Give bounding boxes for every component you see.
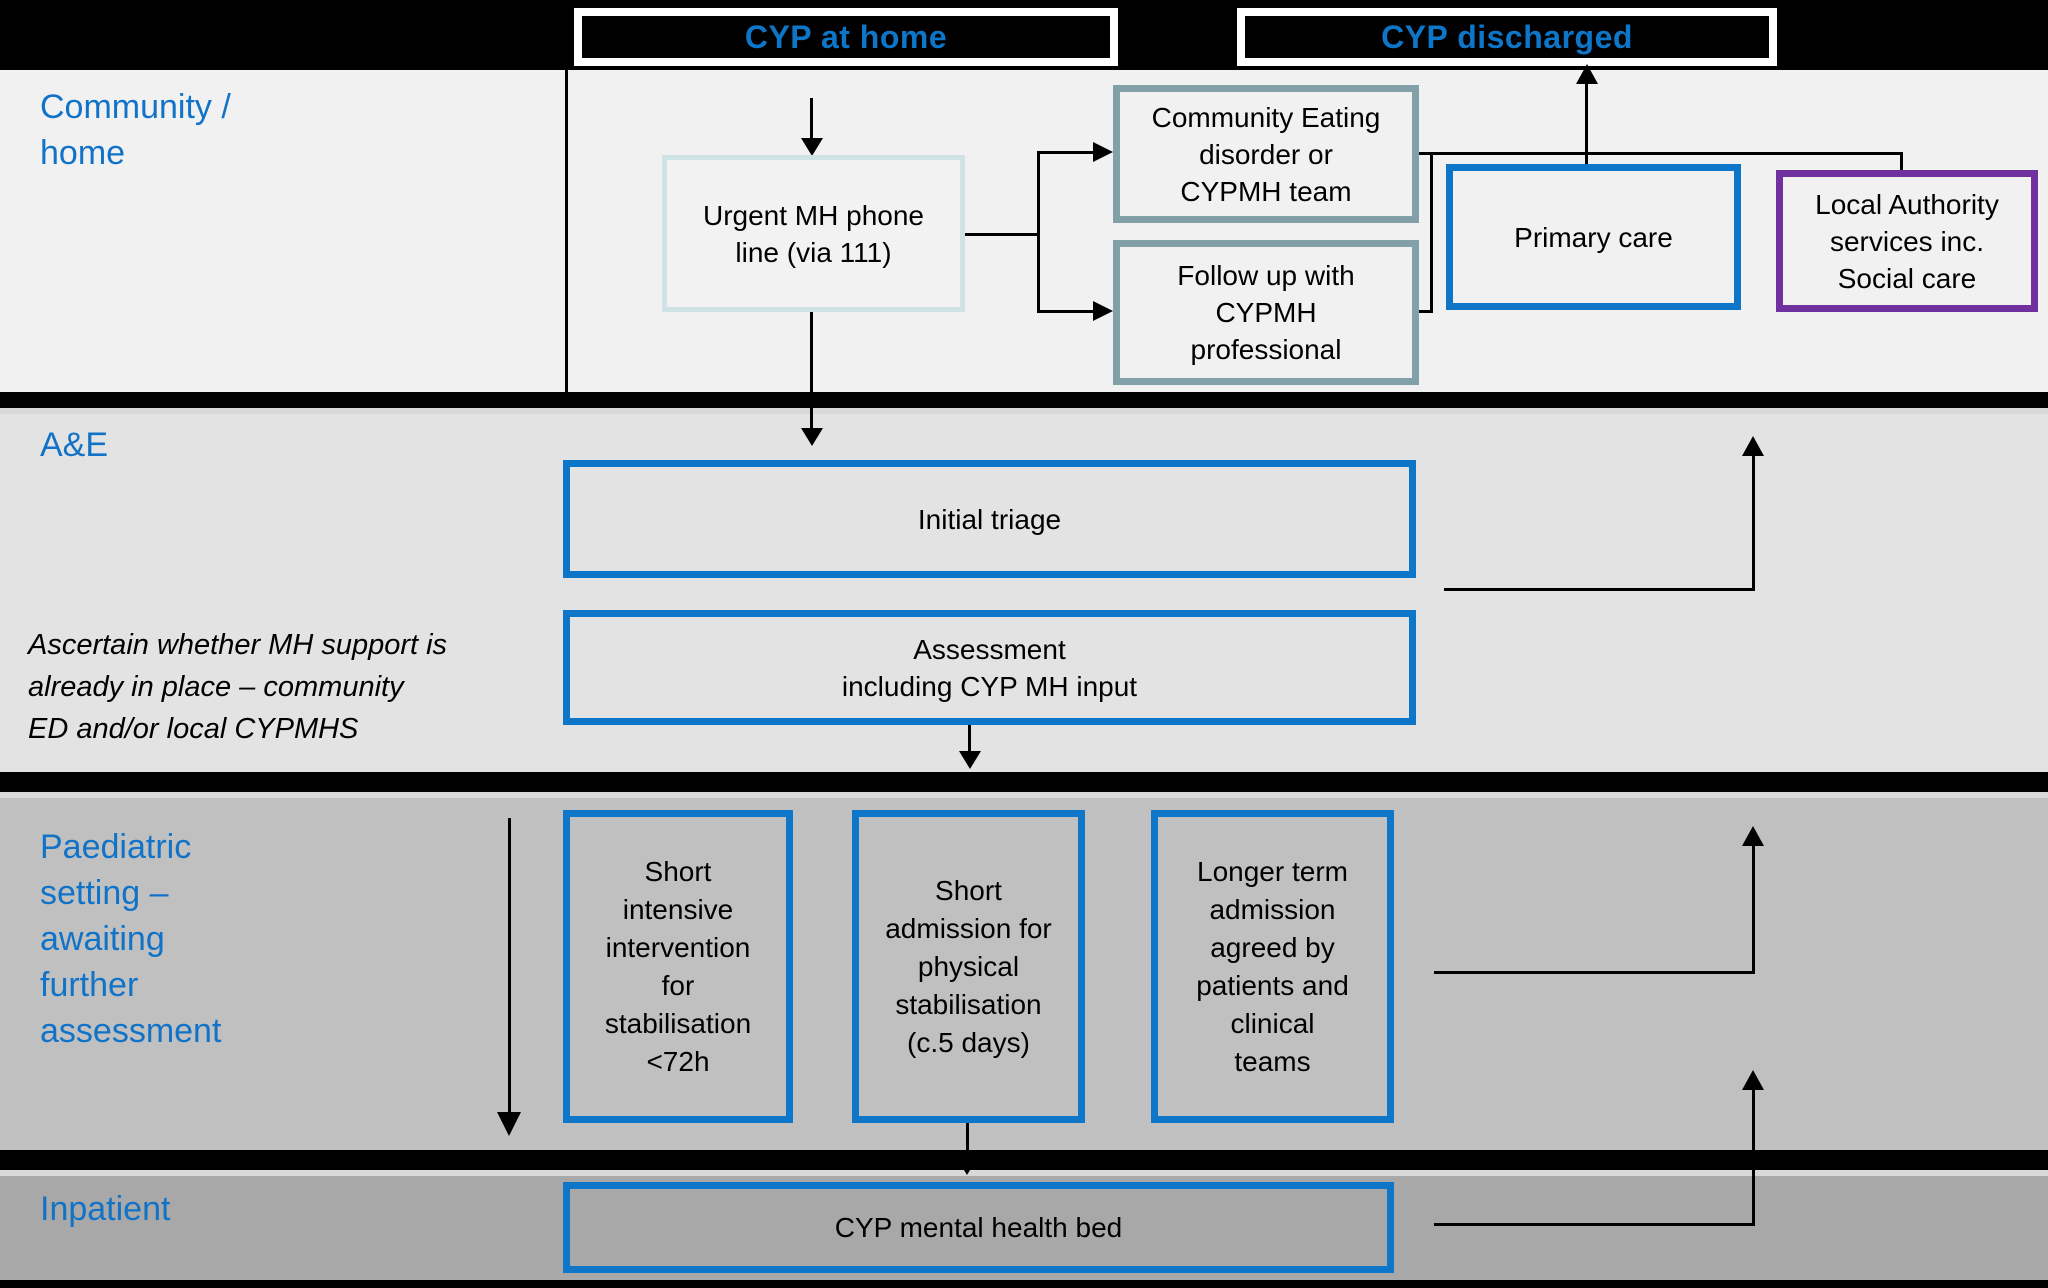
short-admission-box: Short admission for physical stabilisati… <box>852 810 1085 1123</box>
connector-short-admission-to-bed <box>966 1123 969 1159</box>
follow-up-cypmh-box: Follow up with CYPMH professional <box>1113 240 1419 385</box>
connector-urgent-to-triage <box>810 312 813 430</box>
lane-divider-sliver <box>0 408 2048 414</box>
community-eating-disorder-label: Community Eating disorder or CYPMH team <box>1151 101 1381 207</box>
lane-label-community-home: Community / home <box>40 88 231 172</box>
connector-paediatric-discharge-horizontal <box>1434 971 1755 974</box>
short-admission-label: Short admission for physical stabilisati… <box>885 874 1052 1058</box>
header-cyp-discharged-label: CYP discharged <box>1381 18 1633 55</box>
connector-assessment-down <box>968 725 971 753</box>
urgent-mh-phone-line-box: Urgent MH phone line (via 111) <box>662 155 965 312</box>
header-cyp-at-home: CYP at home <box>574 8 1118 66</box>
connector-ae-discharge-vertical <box>1752 456 1755 591</box>
ae-note: Ascertain whether MH support is already … <box>28 629 448 745</box>
lane-label-ae: A&E <box>40 426 109 464</box>
arrowhead-up-inpatient-stepdown <box>1742 1070 1764 1090</box>
connector-follow-up-stub <box>1419 310 1433 313</box>
arrowhead-down-to-paediatric <box>959 751 981 769</box>
arrowhead-down-into-urgent <box>801 138 823 156</box>
longer-term-admission-label: Longer term admission agreed by patients… <box>1196 855 1349 1077</box>
community-eating-disorder-box: Community Eating disorder or CYPMH team <box>1113 85 1419 223</box>
connector-lane-divider-vertical <box>565 70 568 392</box>
short-intensive-intervention-label: Short intensive intervention for stabili… <box>604 855 752 1077</box>
connector-discharge-horizontal <box>1419 152 1903 155</box>
cyp-mental-health-bed-box: CYP mental health bed <box>563 1182 1394 1273</box>
urgent-mh-phone-line-label: Urgent MH phone line (via 111) <box>702 199 924 268</box>
arrowhead-up-ae-discharge <box>1742 436 1764 456</box>
arrowhead-down-into-bed <box>956 1157 978 1175</box>
connector-ae-discharge-horizontal <box>1444 588 1755 591</box>
cyp-mental-health-bed-label: CYP mental health bed <box>834 1212 1123 1243</box>
arrowhead-right-into-community-ed <box>1093 142 1113 162</box>
primary-care-box: Primary care <box>1446 164 1741 310</box>
longer-term-admission-box: Longer term admission agreed by patients… <box>1151 810 1394 1123</box>
arrowhead-right-into-follow-up <box>1093 301 1113 321</box>
connector-inpatient-stepdown-horizontal <box>1434 1223 1755 1226</box>
initial-triage-label: Initial triage <box>917 503 1062 535</box>
follow-up-cypmh-label: Follow up with CYPMH professional <box>1177 260 1355 365</box>
header-cyp-discharged: CYP discharged <box>1237 8 1777 66</box>
header-cyp-at-home-label: CYP at home <box>744 18 948 55</box>
arrowhead-up-to-discharged <box>1576 64 1598 84</box>
local-authority-label: Local Authority services inc. Social car… <box>1815 188 1999 294</box>
lane-label-paediatric: Paediatric setting – awaiting further as… <box>40 828 222 1050</box>
arrowhead-down-into-triage <box>801 428 823 446</box>
connector-primary-care-to-discharged <box>1585 84 1588 164</box>
lane-label-inpatient: Inpatient <box>40 1190 171 1228</box>
assessment-label: Assessment including CYP MH input <box>841 633 1138 702</box>
connector-paediatric-timeline <box>508 818 511 1114</box>
connector-stub-to-local-authority <box>1900 152 1903 174</box>
lane-divider-sliver <box>0 1170 2048 1176</box>
assessment-box: Assessment including CYP MH input <box>563 610 1416 725</box>
initial-triage-box: Initial triage <box>563 460 1416 578</box>
primary-care-label: Primary care <box>1514 221 1673 253</box>
connector-to-community-ed <box>1040 151 1095 154</box>
connector-to-follow-up <box>1040 310 1095 313</box>
connector-paediatric-discharge-vertical <box>1752 846 1755 974</box>
connector-follow-up-to-discharge <box>1430 152 1433 313</box>
connector-inpatient-stepdown-vertical <box>1752 1090 1755 1226</box>
lane-divider-sliver <box>0 792 2048 798</box>
short-intensive-intervention-box: Short intensive intervention for stabili… <box>563 810 793 1123</box>
arrowhead-down-paediatric-timeline <box>497 1112 521 1136</box>
connector-entry-to-urgent <box>810 98 813 138</box>
local-authority-box: Local Authority services inc. Social car… <box>1776 170 2038 312</box>
connector-split-vertical <box>1037 151 1040 313</box>
arrowhead-up-paediatric-discharge <box>1742 826 1764 846</box>
connector-urgent-to-split <box>965 233 1038 236</box>
